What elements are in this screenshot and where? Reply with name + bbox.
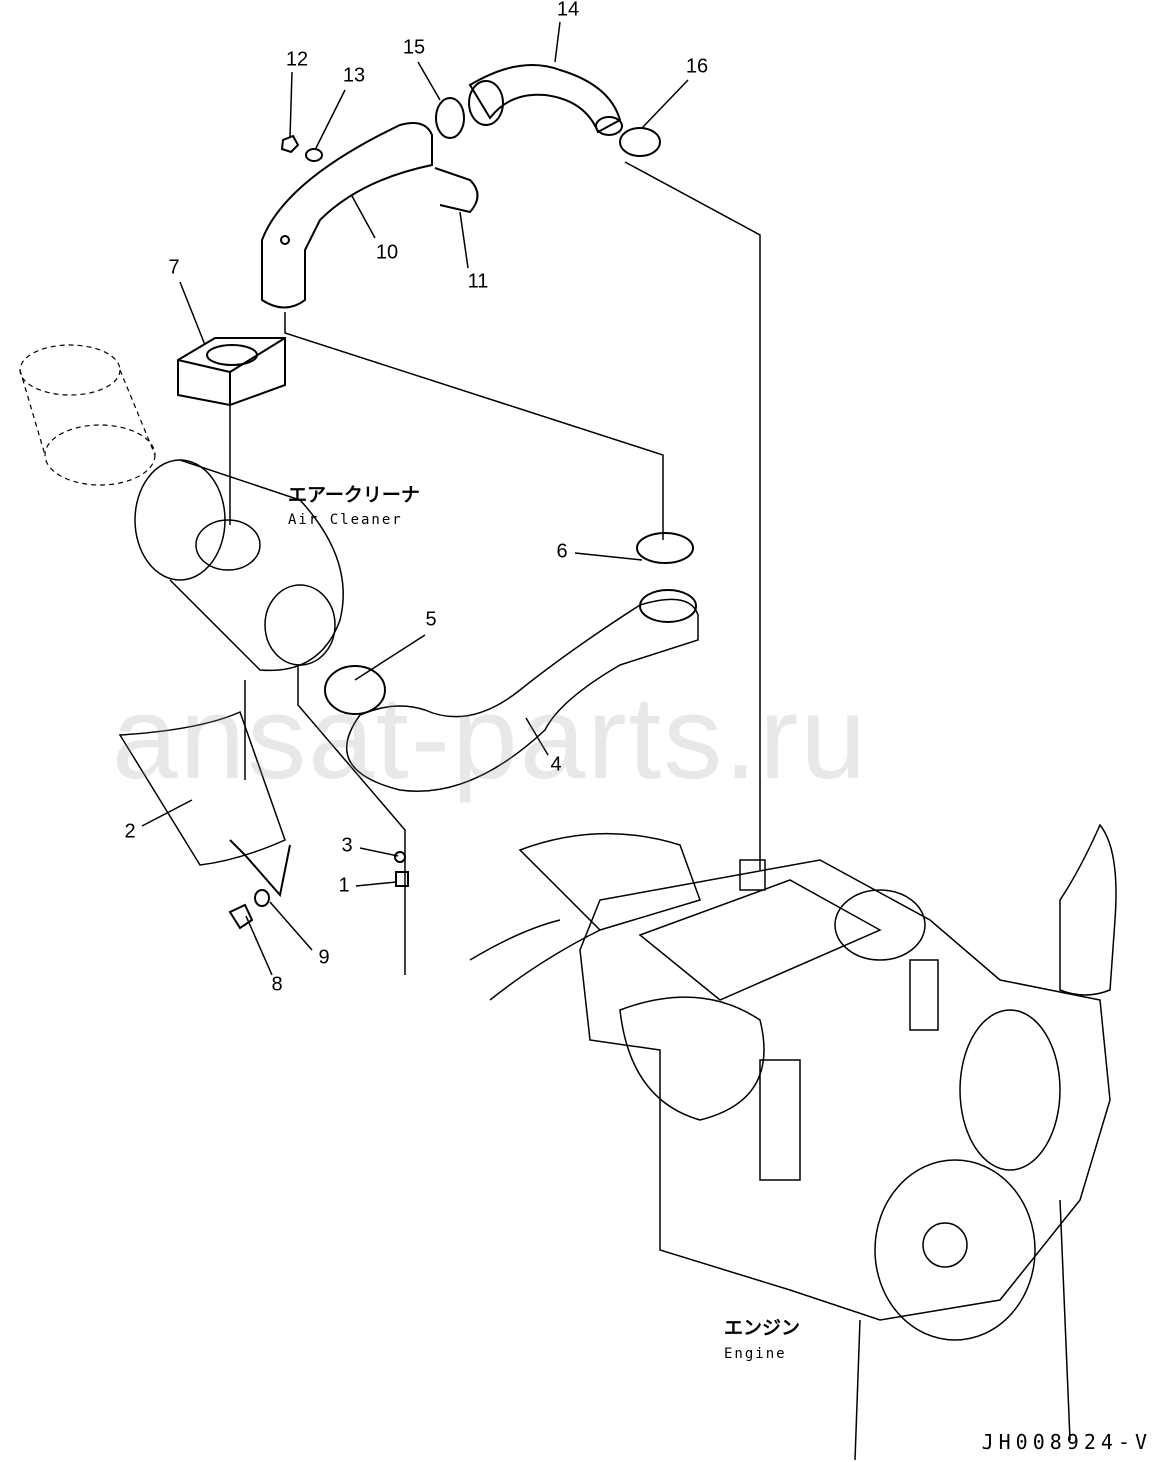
sensor-1 (395, 871, 409, 887)
clamp-15 (435, 97, 465, 139)
engine-label-en: Engine (724, 1346, 787, 1362)
callout-5: 5 (425, 608, 437, 631)
callout-8: 8 (271, 973, 283, 996)
callout-15: 15 (402, 36, 426, 59)
callout-7: 7 (168, 256, 180, 279)
hose-4 (345, 598, 699, 792)
nut-3 (394, 851, 406, 863)
clamp-6 (636, 532, 694, 564)
engine-drawing (469, 823, 1117, 1461)
drawing-code: JH008924-V (981, 1430, 1152, 1454)
pad-7 (177, 337, 286, 407)
clamp-5 (324, 665, 386, 715)
callout-14: 14 (556, 0, 580, 21)
callout-13: 13 (342, 64, 366, 87)
connection-lines (229, 161, 761, 975)
callout-6: 6 (556, 540, 568, 563)
engine-label-jp: エンジン (724, 1317, 801, 1339)
air-cleaner-label-jp: エアークリーナ (288, 484, 420, 506)
clamp-16 (619, 127, 661, 157)
bracket-11 (434, 167, 479, 214)
watermark: ansat-parts.ru (112, 672, 868, 804)
callout-10: 10 (375, 241, 399, 264)
pipe-10 (261, 122, 433, 309)
bolt-8 (228, 903, 254, 930)
callout-9: 9 (318, 946, 330, 969)
air-cleaner-label-en: Air Cleaner (288, 512, 403, 528)
cover-2 (118, 710, 286, 866)
washer-13 (305, 148, 323, 162)
washer-9 (254, 889, 270, 907)
callout-16: 16 (685, 55, 709, 78)
callout-11: 11 (467, 270, 489, 293)
air-cleaner-body (134, 459, 344, 672)
air-cleaner-element (19, 344, 156, 486)
callout-12: 12 (285, 48, 309, 71)
nut-12 (280, 134, 300, 154)
callout-1: 1 (338, 874, 350, 897)
callout-2: 2 (124, 820, 136, 843)
callout-3: 3 (341, 834, 353, 857)
callout-4: 4 (550, 753, 562, 776)
leader-lines (141, 21, 689, 976)
